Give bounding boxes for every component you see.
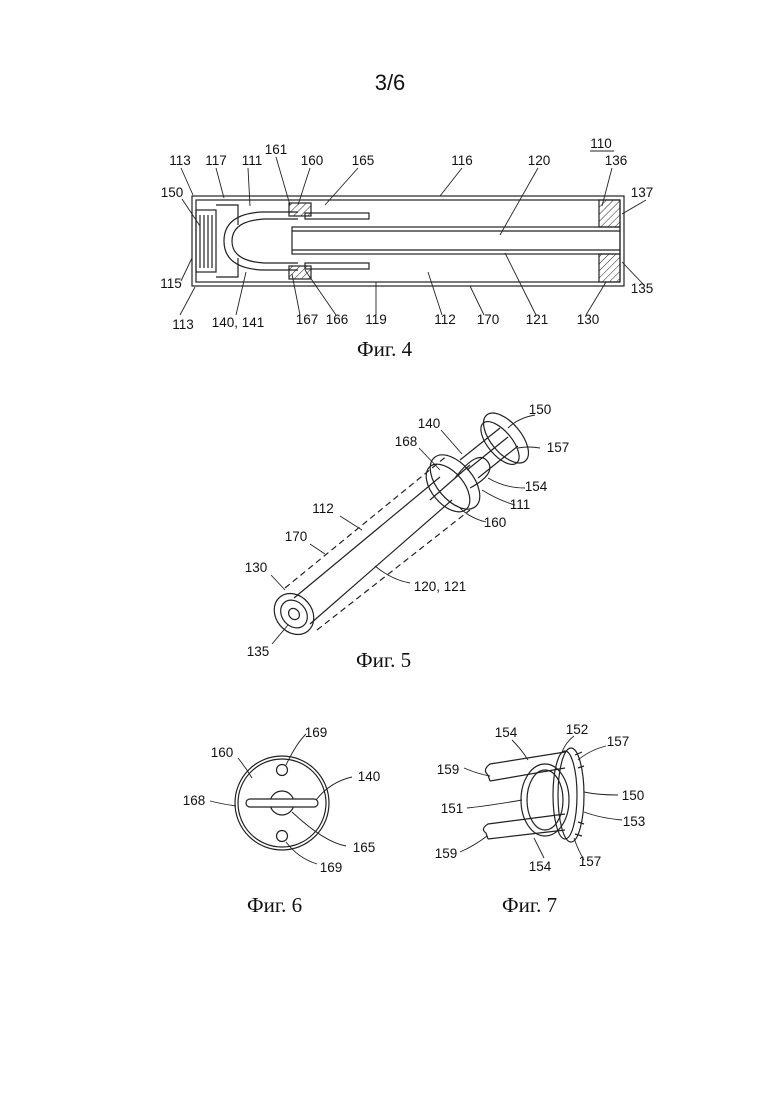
fig4-ref-label: 115: [160, 276, 182, 291]
fig5-ref-label: 160: [484, 515, 507, 530]
fig4-ref-label: 140, 141: [212, 315, 265, 330]
fig7-ring-outer: [558, 748, 584, 842]
fig4-device-label: 110: [590, 136, 612, 151]
fig4-prong-bottom: [305, 263, 369, 269]
fig4-ref-label: 113: [169, 153, 191, 168]
fig5-ref-label: 157: [547, 440, 570, 455]
fig4-ref-label: 116: [451, 153, 473, 168]
fig6-hole-top: [277, 765, 288, 776]
fig7-ref-label: 151: [441, 801, 464, 816]
fig4-ref-label: 121: [526, 312, 549, 327]
fig6-ref-label: 169: [320, 860, 343, 875]
fig4-end-block-bottom: [599, 254, 620, 282]
fig5-ref-label: 168: [395, 434, 418, 449]
fig7-caption: Фиг. 7: [502, 893, 557, 918]
fig4-prong-top: [305, 213, 369, 219]
fig4-caption: Фиг. 4: [357, 337, 412, 362]
fig5-caption: Фиг. 5: [356, 648, 411, 673]
fig4-ref-label: 113: [172, 317, 194, 332]
fig4-wick-outer: [224, 212, 298, 270]
fig5-ref-label: 135: [247, 644, 270, 659]
fig5-ref-label: 112: [312, 501, 334, 516]
fig4-ref-label: 160: [301, 153, 324, 168]
fig4-ref-label: 166: [326, 312, 349, 327]
fig5-end-cap: [266, 586, 322, 643]
fig4-ref-label: 150: [161, 185, 184, 200]
fig5-ref-label: 130: [245, 560, 268, 575]
fig4-ref-label: 165: [352, 153, 375, 168]
fig7-ref-label: 154: [495, 725, 518, 740]
fig4-seal-top: [289, 203, 311, 216]
fig4-drawing: [192, 196, 624, 286]
fig7-drawing: [483, 748, 584, 842]
fig7-ref-label: 152: [566, 722, 589, 737]
fig4-ref-label: 120: [528, 153, 551, 168]
fig6-hole-bottom: [277, 831, 288, 842]
fig4-ref-label: 135: [631, 281, 654, 296]
fig7-ref-label: 153: [623, 814, 646, 829]
fig5-labels: 150 140 157 168 154 111 160 112 170 130 …: [245, 402, 570, 659]
fig6-wick-slot: [246, 799, 318, 807]
fig4-ref-label: 130: [577, 312, 600, 327]
fig7-ref-label: 157: [607, 734, 630, 749]
fig5-housing-dashed-top: [285, 455, 448, 588]
fig4-ref-label: 112: [434, 312, 456, 327]
fig4-ref-label: 137: [631, 185, 654, 200]
fig5-ref-label: 111: [510, 497, 531, 512]
fig4-ref-label: 136: [605, 153, 628, 168]
fig4-ref-label: 111: [242, 153, 263, 168]
fig6-ref-label: 169: [305, 725, 328, 740]
fig6-ref-label: 165: [353, 840, 376, 855]
fig7-ref-label: 150: [622, 788, 645, 803]
fig7-ref-label: 157: [579, 854, 602, 869]
fig4-ref-label: 119: [365, 312, 387, 327]
fig7-ref-label: 159: [437, 762, 460, 777]
fig4-ref-label: 161: [265, 142, 288, 157]
fig6-ref-label: 160: [211, 745, 234, 760]
fig7-leaders: [460, 736, 622, 860]
fig4-housing-outer: [192, 196, 624, 286]
fig5-ref-label: 150: [529, 402, 552, 417]
fig7-labels: 154 152 157 159 150 151 153 159 154 157: [435, 722, 646, 874]
fig4-end-cap: [196, 210, 216, 272]
fig5-tube-bottom: [310, 500, 452, 624]
fig4-labels: 110 113 117 111 161 160 165 116 120 136 …: [160, 136, 653, 332]
fig5-ref-label: 140: [418, 416, 441, 431]
fig6-drawing: [235, 756, 329, 850]
fig7-ref-label: 159: [435, 846, 458, 861]
fig5-ref-label: 154: [525, 479, 548, 494]
fig7-ref-label: 154: [529, 859, 552, 874]
fig6-ref-label: 140: [358, 769, 381, 784]
fig5-ref-label: 120, 121: [414, 579, 467, 594]
fig4-wick-inner: [232, 219, 298, 263]
fig6-caption: Фиг. 6: [247, 893, 302, 918]
fig4-ref-label: 170: [477, 312, 500, 327]
fig4-ref-label: 167: [296, 312, 319, 327]
fig5-ref-label: 170: [285, 529, 308, 544]
fig4-ref-label: 117: [205, 153, 227, 168]
fig4-leaders: [180, 151, 646, 315]
fig5-housing-dashed-bottom: [317, 510, 470, 630]
fig6-ref-label: 168: [183, 793, 206, 808]
